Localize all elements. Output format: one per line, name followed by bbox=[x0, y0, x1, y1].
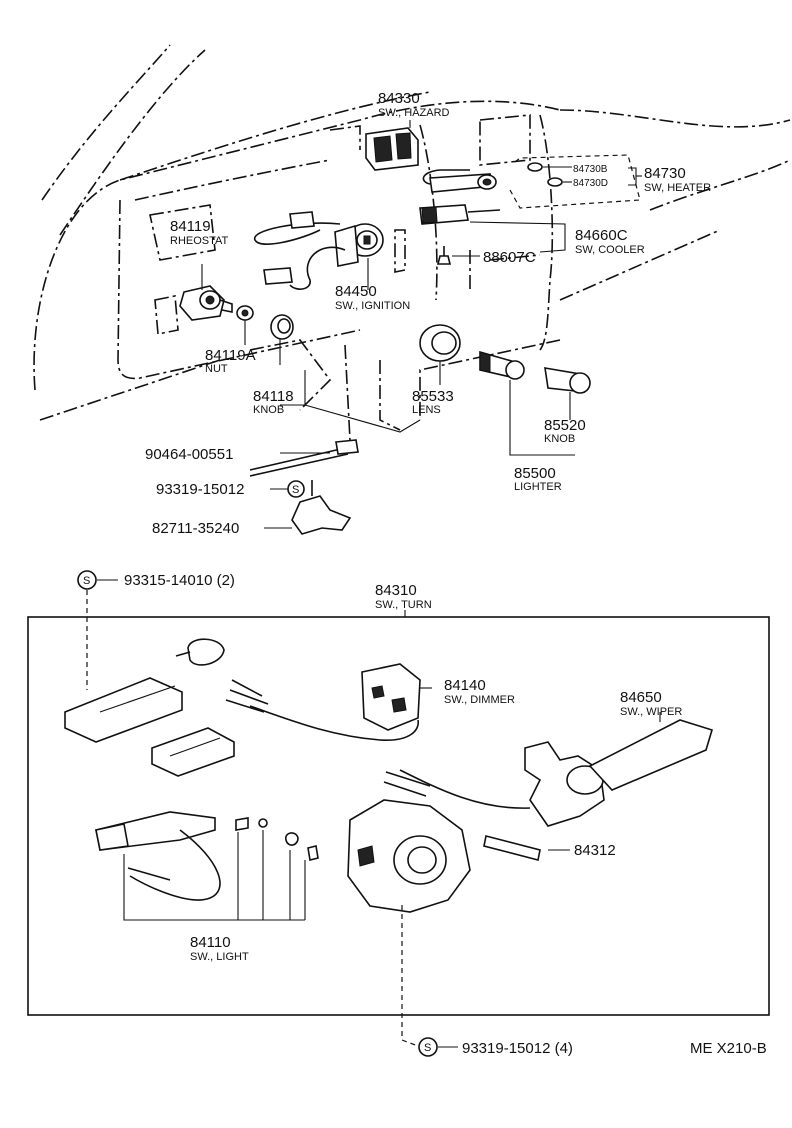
lighter-knob bbox=[544, 367, 591, 420]
label-84650-number: 84650 bbox=[620, 689, 662, 706]
diagram-code: ME X210-B bbox=[690, 1040, 767, 1057]
screw-and-bracket bbox=[264, 480, 352, 535]
label-84660C-name: SW, COOLER bbox=[575, 244, 645, 256]
bulb-88607C bbox=[436, 246, 480, 265]
label-84310-number: 84310 bbox=[375, 582, 417, 599]
label-84730-name: SW, HEATER bbox=[644, 182, 711, 194]
label-84110-name: SW., LIGHT bbox=[190, 951, 249, 963]
label-84118-number: 84118 bbox=[253, 388, 294, 405]
ignition-switch bbox=[254, 211, 384, 290]
standard-part-symbol-2 bbox=[418, 1037, 438, 1057]
pin-84312 bbox=[483, 835, 570, 861]
label-88607C: 88607C bbox=[483, 249, 536, 266]
label-84140-number: 84140 bbox=[444, 677, 486, 694]
label-93319-a: 93319-15012 bbox=[156, 481, 244, 498]
label-84312: 84312 bbox=[574, 842, 616, 859]
rheostat bbox=[179, 264, 233, 321]
label-84730D: 84730D bbox=[573, 178, 608, 189]
label-84330-name: SW., HAZARD bbox=[378, 107, 450, 119]
wiper-switch bbox=[383, 712, 713, 827]
label-84450-number: 84450 bbox=[335, 283, 377, 300]
label-85500-number: 85500 bbox=[514, 465, 556, 482]
turn-switch-assembly-frame bbox=[27, 616, 770, 1016]
standard-part-symbol bbox=[77, 570, 97, 590]
label-84450-name: SW., IGNITION bbox=[335, 300, 410, 312]
lens-85533 bbox=[419, 324, 461, 385]
leader-93319-4 bbox=[401, 905, 419, 1047]
dimmer-switch bbox=[225, 663, 432, 741]
hazard-switch bbox=[365, 127, 419, 171]
label-84330-number: 84330 bbox=[378, 90, 420, 107]
symbol-s-3: S bbox=[424, 1042, 431, 1054]
lighter bbox=[479, 350, 575, 456]
symbol-s-1: S bbox=[292, 484, 299, 496]
label-85520-number: 85520 bbox=[544, 417, 586, 434]
label-84730-number: 84730 bbox=[644, 165, 686, 182]
label-93315: 93315-14010 (2) bbox=[124, 572, 235, 589]
knob-84118 bbox=[270, 314, 421, 433]
light-switch bbox=[95, 811, 319, 921]
label-85520-name: KNOB bbox=[544, 433, 575, 445]
heater-switch bbox=[422, 169, 497, 193]
label-84119-name: RHEOSTAT bbox=[170, 235, 229, 247]
label-84310-name: SW., TURN bbox=[375, 599, 432, 611]
label-85500-name: LIGHTER bbox=[514, 481, 562, 493]
label-84118-name: KNOB bbox=[253, 404, 284, 416]
heater-knobs bbox=[509, 154, 642, 209]
instrument-panel-outline bbox=[33, 44, 791, 441]
label-84119-number: 84119 bbox=[170, 218, 211, 235]
label-84730B: 84730B bbox=[573, 164, 608, 175]
label-84140-name: SW., DIMMER bbox=[444, 694, 515, 706]
label-84110-number: 84110 bbox=[190, 934, 231, 951]
label-85533-number: 85533 bbox=[412, 388, 454, 405]
label-90464: 90464-00551 bbox=[145, 446, 233, 463]
cooler-switch bbox=[419, 204, 566, 253]
label-84660C-number: 84660C bbox=[575, 227, 628, 244]
label-84119A-name: NUT bbox=[205, 363, 228, 375]
relay-box bbox=[151, 727, 235, 777]
label-93319-b: 93319-15012 (4) bbox=[462, 1040, 573, 1057]
label-84119A-number: 84119A bbox=[205, 347, 256, 364]
wire-clamp bbox=[249, 439, 359, 477]
connector-block bbox=[64, 677, 183, 743]
symbol-s-2: S bbox=[83, 575, 90, 587]
rheostat-nut bbox=[236, 305, 254, 345]
label-85533-name: LENS bbox=[412, 404, 441, 416]
turn-switch-body bbox=[347, 799, 471, 913]
label-82711: 82711-35240 bbox=[152, 520, 239, 537]
label-84650-name: SW., WIPER bbox=[620, 706, 682, 718]
clip-band bbox=[175, 638, 225, 666]
